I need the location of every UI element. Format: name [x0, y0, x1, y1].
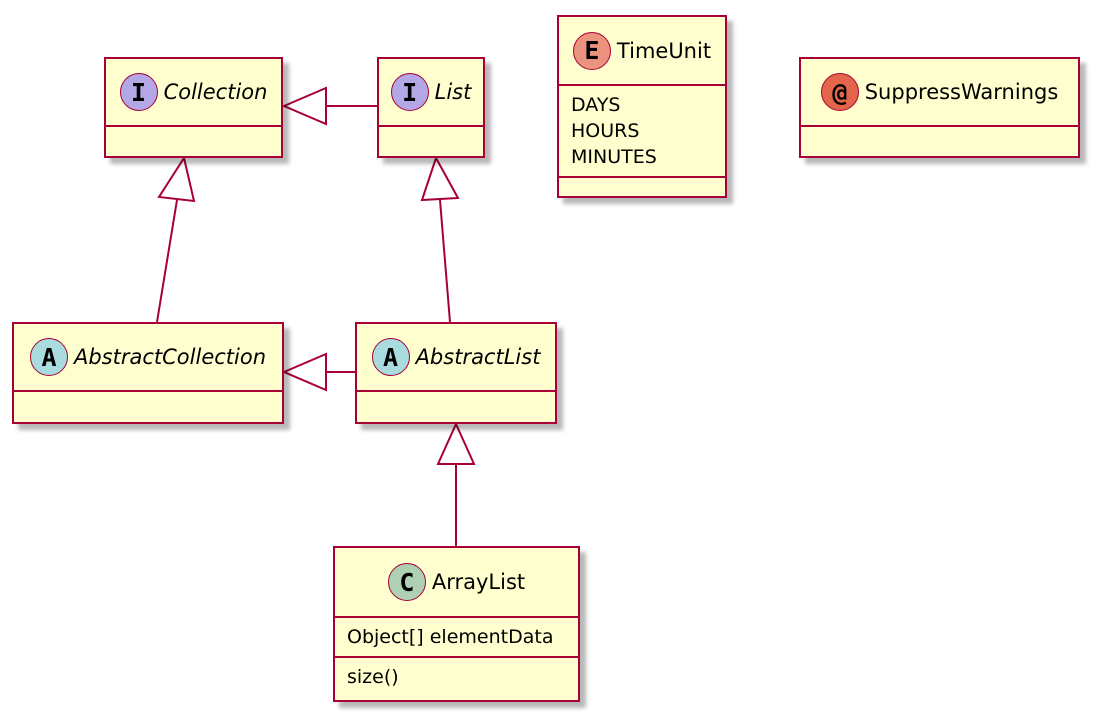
field: Object[] elementData [347, 626, 554, 648]
fields-section: Object[] elementData [335, 618, 578, 658]
arrowhead-list-up [420, 155, 460, 202]
fields-section [357, 392, 555, 407]
class-name: AbstractList [415, 345, 541, 369]
class-abstractlist[interactable]: A AbstractList [355, 322, 557, 424]
interface-icon: I [390, 73, 429, 111]
class-collection[interactable]: I Collection [104, 57, 283, 158]
class-header: I List [379, 59, 483, 127]
interface-icon: I [119, 73, 158, 111]
class-icon: C [387, 563, 426, 601]
abstract-icon: A [29, 338, 68, 376]
method: size() [347, 666, 399, 688]
enum-value: HOURS [571, 120, 640, 142]
arrowhead-abstractcollection [281, 352, 327, 392]
enum-icon: E [572, 31, 611, 70]
enum-values: DAYS HOURS MINUTES [559, 86, 725, 178]
class-name: List [434, 80, 472, 104]
class-name: TimeUnit [616, 38, 712, 63]
arrowhead-collection [281, 86, 327, 126]
class-header: C ArrayList [335, 548, 578, 618]
annotation-icon: @ [820, 73, 859, 111]
class-name: AbstractCollection [73, 345, 267, 369]
methods-section: size() [335, 658, 578, 700]
class-header: A AbstractList [357, 324, 555, 392]
abstract-icon: A [371, 338, 410, 376]
enum-value: MINUTES [571, 146, 657, 168]
fields-section [379, 127, 483, 142]
fields-section [106, 127, 281, 142]
enum-value: DAYS [571, 94, 621, 116]
methods-section [559, 178, 725, 196]
arrowhead-abstractlist-up [436, 421, 476, 465]
class-header: A AbstractCollection [14, 324, 282, 392]
fields-section [14, 392, 282, 407]
annotation-suppresswarnings[interactable]: @ SuppressWarnings [799, 57, 1080, 158]
enum-timeunit[interactable]: E TimeUnit DAYS HOURS MINUTES [557, 15, 727, 198]
class-abstractcollection[interactable]: A AbstractCollection [12, 322, 284, 424]
class-arraylist[interactable]: C ArrayList Object[] elementData size() [333, 546, 580, 702]
class-header: @ SuppressWarnings [801, 59, 1078, 127]
class-header: I Collection [106, 59, 281, 127]
fields-section [801, 127, 1078, 142]
edge-abstractcollection-collection [156, 199, 178, 323]
class-name: ArrayList [431, 570, 526, 594]
class-list[interactable]: I List [377, 57, 485, 158]
arrowhead-collection-up [157, 155, 196, 203]
class-name: SuppressWarnings [864, 80, 1059, 104]
class-header: E TimeUnit [559, 17, 725, 86]
class-name: Collection [163, 80, 268, 104]
edge-abstractlist-list [439, 199, 451, 323]
